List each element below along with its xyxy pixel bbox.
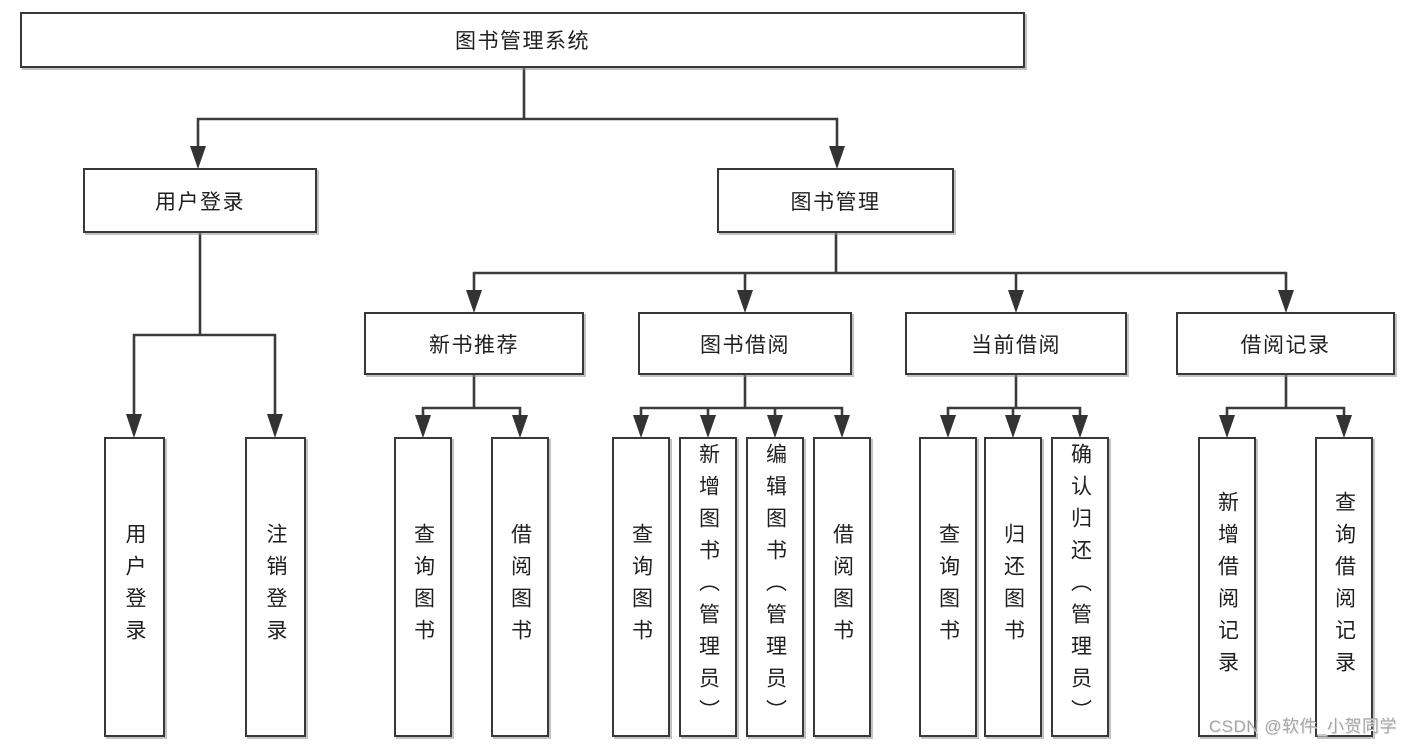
connector-sections-to-leaves [415, 375, 1352, 438]
leaf-label: 注销登录 [264, 523, 287, 651]
section-label: 借阅记录 [1240, 333, 1331, 357]
leaf-label: 借阅图书 [508, 523, 532, 651]
leaf-borrow-books-recommend: 借阅图书 [491, 437, 549, 737]
leaf-edit-books-admin: 编辑图书（管理员） [746, 437, 804, 737]
connector-user-login-to-leaves [126, 233, 283, 438]
section-label: 新书推荐 [429, 333, 519, 357]
leaf-add-borrow-record: 新增借阅记录 [1198, 437, 1256, 737]
section-label: 当前借阅 [971, 333, 1061, 357]
root-node-library-system: 图书管理系统 [20, 12, 1025, 68]
section-new-book-recommend: 新书推荐 [364, 312, 584, 375]
branch-book-management: 图书管理 [717, 168, 954, 233]
leaf-query-books-recommend: 查询图书 [394, 437, 452, 737]
leaf-label: 确认归还（管理员） [1068, 443, 1092, 731]
leaf-query-borrow-record: 查询借阅记录 [1315, 437, 1373, 737]
leaf-user-login: 用户登录 [104, 437, 165, 737]
leaf-confirm-return-admin: 确认归还（管理员） [1051, 437, 1109, 737]
leaf-label: 新增图书（管理员） [696, 443, 720, 731]
leaf-label: 归还图书 [1001, 523, 1025, 651]
leaf-return-books: 归还图书 [984, 437, 1042, 737]
leaf-label: 查询图书 [629, 523, 653, 651]
csdn-watermark: CSDN @软件_小贺同学 [1208, 717, 1397, 736]
section-borrow-records: 借阅记录 [1176, 312, 1395, 375]
branch-user-login-label: 用户登录 [155, 190, 245, 214]
leaf-query-books-current: 查询图书 [919, 437, 977, 737]
connector-root-to-branches [190, 68, 845, 169]
leaf-add-books-admin: 新增图书（管理员） [679, 437, 737, 737]
leaf-label: 查询图书 [411, 523, 435, 651]
connector-book-management-to-sections [466, 233, 1294, 313]
leaf-label: 编辑图书（管理员） [763, 443, 787, 731]
branch-book-management-label: 图书管理 [790, 190, 881, 214]
leaf-label: 借阅图书 [830, 523, 854, 651]
root-node-label: 图书管理系统 [455, 30, 590, 53]
leaf-label: 新增借阅记录 [1215, 491, 1239, 683]
section-label: 图书借阅 [700, 333, 790, 357]
leaf-label: 查询借阅记录 [1332, 491, 1356, 683]
section-current-borrow: 当前借阅 [905, 312, 1127, 375]
leaf-logout: 注销登录 [245, 437, 306, 737]
branch-user-login: 用户登录 [83, 168, 317, 233]
leaf-borrow-books: 借阅图书 [813, 437, 871, 737]
leaf-label: 用户登录 [123, 523, 146, 651]
section-book-borrow: 图书借阅 [638, 312, 852, 375]
leaf-label: 查询图书 [936, 523, 960, 651]
leaf-query-books: 查询图书 [612, 437, 670, 737]
